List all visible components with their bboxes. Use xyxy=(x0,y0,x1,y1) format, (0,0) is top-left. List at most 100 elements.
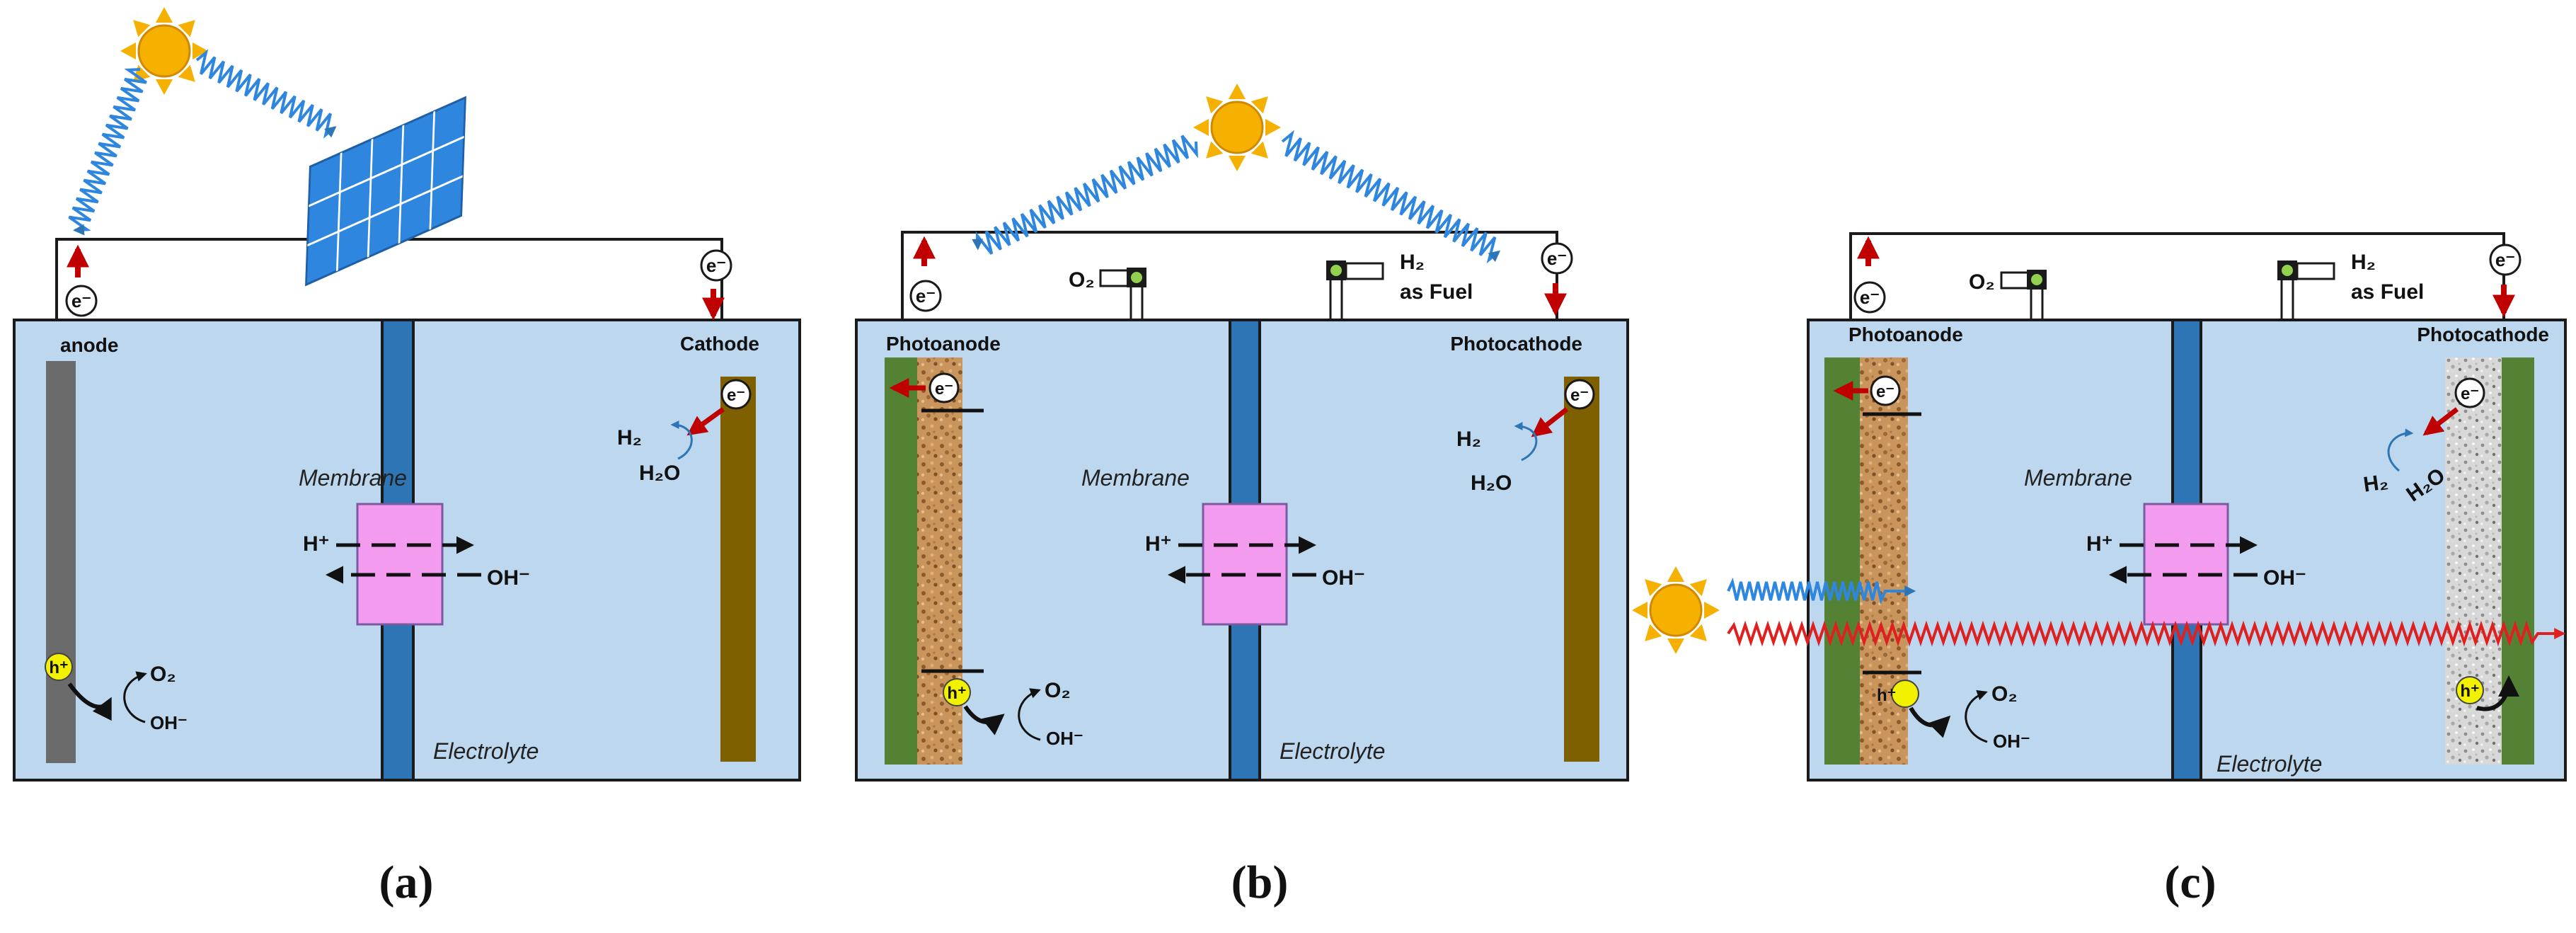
photocathode-label: Photocathode xyxy=(2417,324,2549,345)
electron-label-left: e⁻ xyxy=(916,285,936,307)
electron-label-right: e⁻ xyxy=(706,255,726,276)
photocathode-label: Photocathode xyxy=(1450,333,1582,355)
hydrogen-evolution-arc xyxy=(1514,422,1538,462)
water-label: H₂O xyxy=(1471,471,1512,495)
hydrogen-label: H₂ xyxy=(2362,470,2390,497)
electrolyte-label: Electrolyte xyxy=(1280,738,1385,764)
hole-label: h⁺ xyxy=(1877,686,1896,705)
photocathode-electron-bubble xyxy=(2454,377,2485,408)
electron-label-right: e⁻ xyxy=(1547,248,1567,269)
photoanode-label: Photoanode xyxy=(886,333,1001,355)
panel-c-caption: (c) xyxy=(2164,857,2216,908)
electron-bubble-right xyxy=(2489,244,2522,276)
photocathode-hole-label: h⁺ xyxy=(2460,682,2479,701)
photocathode-electron-label: e⁻ xyxy=(1570,386,1589,405)
hydroxide-label: OH⁻ xyxy=(1322,566,1365,590)
proton-label: H⁺ xyxy=(2086,532,2113,556)
cathode-electron-label: e⁻ xyxy=(727,386,745,405)
hole-transfer-arrow xyxy=(2476,675,2519,711)
oxidation-arrow xyxy=(963,705,1005,735)
fuel-note: as Fuel xyxy=(1400,280,1473,304)
electron-bubble-left xyxy=(1853,281,1886,314)
hydroxide-reactant-label: OH⁻ xyxy=(1993,731,2030,752)
electron-bubble-left xyxy=(909,280,942,312)
photoanode-electron-bubble xyxy=(1870,375,1901,406)
photocathode-electron-bubble xyxy=(1564,379,1595,410)
oxygen-gas-label: O₂ xyxy=(1069,268,1095,292)
hydroxide-label: OH⁻ xyxy=(2263,566,2306,590)
sun-icon xyxy=(1631,565,1721,656)
oxygen-gas-label: O₂ xyxy=(1969,270,1995,294)
hydroxide-reactant-label: OH⁻ xyxy=(150,712,188,733)
water-label: H₂O xyxy=(639,462,680,485)
cathode-label: Cathode xyxy=(680,333,759,355)
outlet-connector xyxy=(1129,287,1144,320)
panel-a: e⁻ e⁻ anode Cathode Membrane H⁺ OH⁻ Elec… xyxy=(13,6,801,908)
photocathode-substrate xyxy=(2502,357,2534,765)
oxygen-evolution-arc xyxy=(123,671,147,723)
oxidation-arrow xyxy=(1909,706,1951,738)
oxygen-label: O₂ xyxy=(1045,679,1071,702)
proton-label: H⁺ xyxy=(303,532,330,556)
hole-icon xyxy=(45,653,73,681)
photoanode-electron-bubble xyxy=(928,372,960,403)
hydrogen-evolution-arc xyxy=(2387,428,2414,472)
solar-panel xyxy=(305,96,466,287)
oxygen-evolution-arc xyxy=(1018,688,1041,741)
hydrogen-evolution-arc xyxy=(670,420,693,460)
reduction-arrow xyxy=(2422,407,2459,436)
photoanode-electron-label: e⁻ xyxy=(1876,382,1894,401)
light-wave-down xyxy=(68,68,147,236)
hydrogen-label: H₂ xyxy=(617,426,642,450)
valve-indicator-icon xyxy=(2282,265,2293,276)
light-wave-red xyxy=(1727,620,2566,647)
photoanode-substrate xyxy=(1824,357,1860,765)
fuel-note: as Fuel xyxy=(2351,280,2424,304)
reduction-arrow xyxy=(686,407,725,436)
cathode-electron-bubble xyxy=(720,379,752,410)
valve-indicator-icon xyxy=(2031,274,2042,285)
photoanode-label: Photoanode xyxy=(1848,324,1963,345)
panel-b: O₂ H₂ as Fuel e⁻ e⁻ Photoanode e⁻ h⁺ O₂ … xyxy=(855,82,1629,908)
hydroxide-reactant-label: OH⁻ xyxy=(1046,728,1083,749)
oxygen-label: O₂ xyxy=(150,663,176,686)
hydrogen-gas-label: H₂ xyxy=(2351,251,2376,274)
photocathode-hole-icon xyxy=(2456,676,2484,704)
electron-bubble-right xyxy=(700,249,732,282)
hydrogen-label: H₂ xyxy=(1456,428,1481,451)
hydrogen-gas-label: H₂ xyxy=(1400,251,1425,274)
electron-label-right: e⁻ xyxy=(2495,249,2515,270)
sun-icon xyxy=(1192,82,1282,173)
membrane-label: Membrane xyxy=(299,465,407,491)
electron-label-left: e⁻ xyxy=(71,290,91,311)
membrane-patch xyxy=(356,503,444,626)
light-wave-left xyxy=(972,134,1198,255)
valve-indicator-icon xyxy=(1330,265,1342,276)
electron-label-left: e⁻ xyxy=(1860,287,1880,308)
outlet-connector xyxy=(2030,290,2044,320)
membrane-patch xyxy=(1202,503,1288,626)
outlet-connector xyxy=(2280,280,2294,320)
membrane-label: Membrane xyxy=(1081,465,1190,491)
electrolyte-label: Electrolyte xyxy=(433,738,539,764)
anode-electrode xyxy=(46,361,76,763)
hydrogen-outlet-pipe xyxy=(2296,262,2335,280)
hole-label: h⁺ xyxy=(947,684,966,703)
membrane-patch xyxy=(2143,503,2229,626)
photoanode-electron-label: e⁻ xyxy=(935,379,953,399)
photocathode-electron-label: e⁻ xyxy=(2461,384,2479,403)
hydroxide-label: OH⁻ xyxy=(487,566,530,590)
light-wave-to-panel xyxy=(195,49,337,139)
light-wave-right xyxy=(1281,130,1501,264)
electron-bubble-left xyxy=(65,285,98,317)
hole-icon xyxy=(943,678,971,706)
electron-bubble-right xyxy=(1541,242,1573,275)
hole-label: h⁺ xyxy=(49,658,68,677)
hydrogen-outlet-pipe xyxy=(1345,262,1384,280)
outlet-connector xyxy=(1329,280,1343,320)
external-circuit-wire xyxy=(901,231,1558,320)
reduction-arrow xyxy=(1531,407,1569,437)
light-wave-blue xyxy=(1727,577,1916,605)
valve-indicator-icon xyxy=(1131,272,1142,283)
